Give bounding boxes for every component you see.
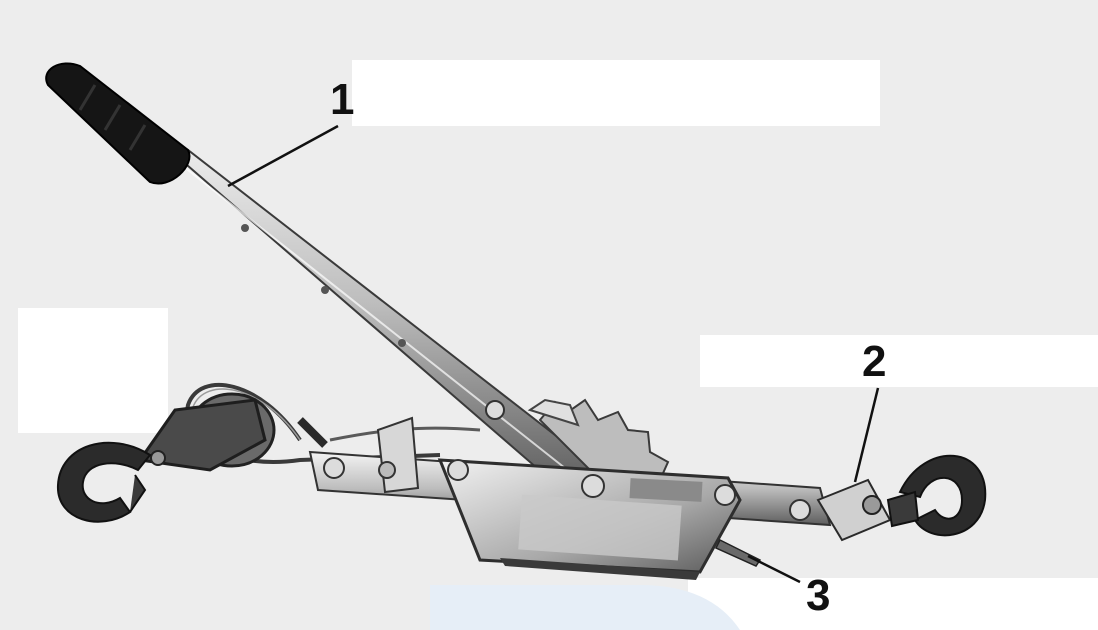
blank-label-box-left: [18, 308, 168, 433]
pulley-block: [137, 392, 276, 472]
blank-label-box-top: [352, 60, 880, 126]
release-lever: [714, 538, 762, 567]
handle-grip: [45, 62, 191, 185]
watermark-shape: [430, 585, 740, 630]
blank-label-box-bottom: [688, 578, 1098, 630]
leader-line-1: [227, 124, 339, 188]
main-body-plate: [437, 458, 742, 580]
callout-label-1: 1: [330, 75, 355, 124]
pawl-bracket: [376, 416, 420, 494]
leader-line-3: [747, 554, 801, 584]
callout-label-3: 3: [806, 571, 831, 620]
callout-label-2: 2: [862, 337, 887, 386]
left-hook: [56, 441, 152, 523]
leader-line-2: [853, 387, 880, 483]
right-hook: [816, 454, 987, 542]
blank-label-box-right: [700, 335, 1098, 387]
